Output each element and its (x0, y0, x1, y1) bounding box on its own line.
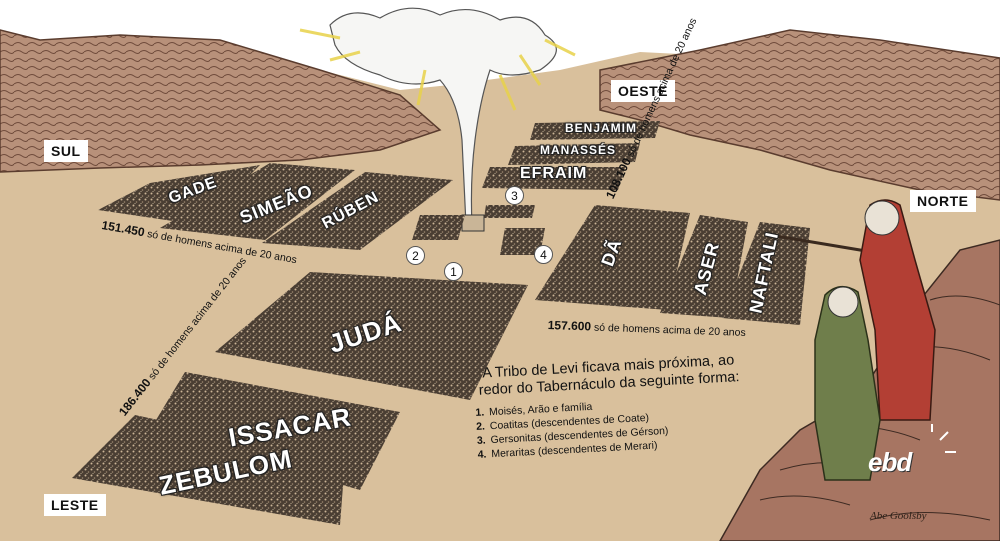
camp-simeao (160, 163, 355, 240)
ebd-logo: ebd (868, 447, 912, 477)
list-item-number: 4. (477, 448, 487, 461)
direction-north: NORTE (910, 190, 976, 212)
direction-west: OESTE (611, 80, 675, 102)
camp-gade (98, 165, 260, 225)
cloud-pillar (329, 7, 557, 226)
list-item-number: 3. (476, 434, 486, 447)
figure-aaron-head (827, 286, 859, 318)
logo-light-icon (931, 424, 956, 453)
camp-manasses (508, 143, 640, 165)
camp-benjamim (530, 121, 660, 140)
levi-info: A Tribo de Levi ficava mais próxima, ao … (473, 352, 748, 462)
label-manasses: MANASSÉS (540, 143, 617, 157)
camp-levite-2 (412, 215, 465, 240)
list-item-number: 1. (475, 406, 485, 419)
camp-da (535, 205, 690, 310)
camp-aser (660, 215, 748, 318)
staff (769, 233, 873, 254)
figure-aaron (814, 286, 881, 481)
camp-levite-3 (484, 205, 535, 218)
camp-levite-4 (500, 228, 545, 255)
census-north-number: 157.600 (547, 318, 592, 334)
list-item-number: 2. (475, 420, 486, 433)
direction-south: SUL (44, 140, 88, 162)
camp-efraim (482, 167, 625, 190)
marker-3: 3 (505, 186, 524, 205)
figure-moses-head (864, 200, 900, 236)
direction-east: LESTE (44, 494, 106, 516)
camp-naftali (722, 222, 810, 325)
left-mountains (0, 29, 442, 173)
marker-4: 4 (534, 245, 553, 264)
label-efraim: EFRAIM (520, 165, 588, 182)
camp-ruben (262, 172, 453, 250)
label-benjamim: BENJAMIM (565, 121, 638, 135)
light-rays (299, 28, 576, 111)
camp-juda (215, 272, 528, 400)
camp-zebulom (72, 415, 345, 525)
artist-signature: Abe Goolsby (870, 510, 927, 522)
marker-2: 2 (406, 246, 425, 265)
tabernacle (461, 214, 485, 232)
marker-1: 1 (444, 262, 463, 281)
